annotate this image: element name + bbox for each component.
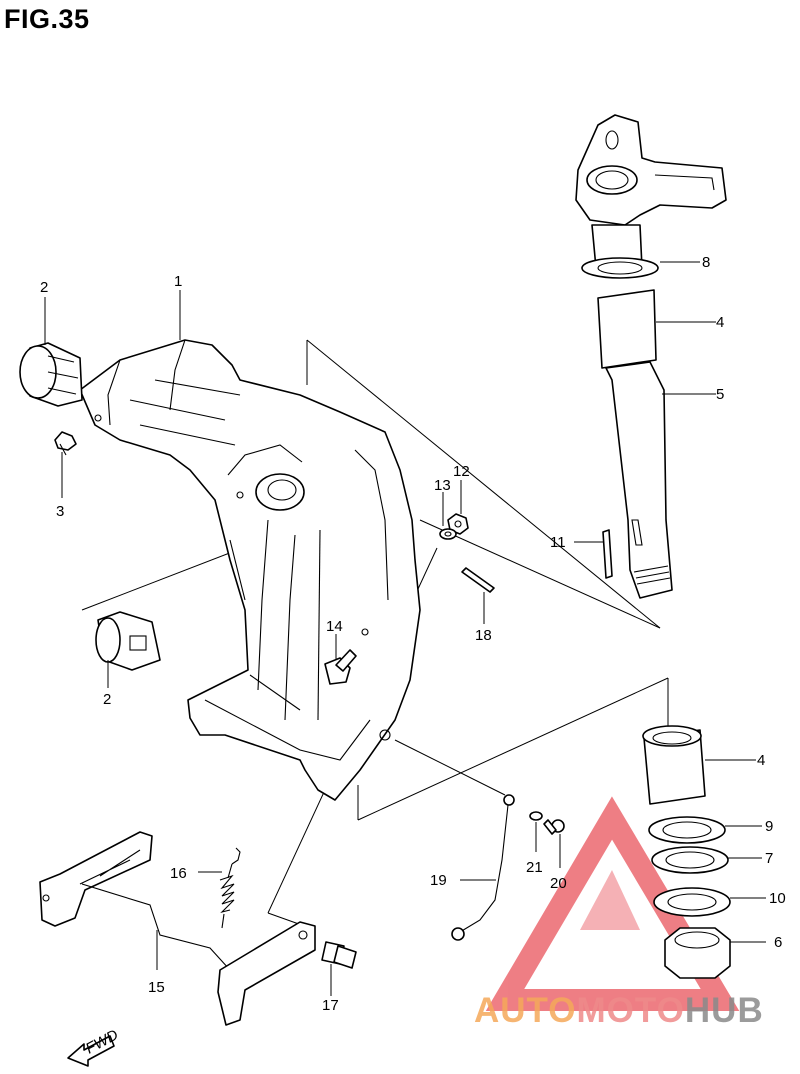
link-arm-15	[39, 831, 316, 1026]
washer-9	[648, 816, 726, 844]
watermark-text: AUTOMOTOHUB	[474, 991, 764, 1030]
callout-3: 3	[56, 503, 64, 520]
bushing-upper	[19, 342, 83, 407]
callout-6: 6	[774, 934, 782, 951]
callout-2-upper: 2	[40, 279, 48, 296]
callout-4-upper: 4	[716, 314, 724, 331]
callout-2-lower: 2	[103, 691, 111, 708]
screw-20	[543, 819, 565, 835]
ground-wire-19	[451, 794, 515, 941]
washer-13	[439, 528, 457, 540]
bushing-4-lower	[642, 725, 706, 805]
callout-16: 16	[170, 865, 187, 882]
callout-12: 12	[453, 463, 470, 480]
callout-8: 8	[702, 254, 710, 271]
callout-15: 15	[148, 979, 165, 996]
pin-18	[461, 567, 495, 593]
callout-leaders	[44, 261, 766, 996]
callout-7: 7	[765, 850, 773, 867]
callout-10: 10	[769, 890, 786, 907]
callout-11: 11	[550, 534, 566, 551]
callout-19: 19	[430, 872, 447, 889]
figure-title: FIG.35	[4, 4, 90, 34]
washer-21	[529, 811, 543, 821]
watermark-auto: AUTO	[474, 991, 577, 1030]
bolt-plate-14	[324, 649, 357, 685]
callout-13: 13	[434, 477, 451, 494]
callout-21: 21	[526, 859, 543, 876]
callout-labels: 1 2 3 2 8 4 5 12 13 11 18 14 4 9 7 10 6 …	[40, 254, 786, 1014]
nut-6	[664, 927, 731, 979]
spring-16	[219, 847, 241, 929]
svg-text:AUTOMOTOHUB: AUTOMOTOHUB	[474, 991, 764, 1030]
bushing-lower	[95, 611, 161, 671]
steering-bracket-shaft	[575, 114, 727, 599]
callout-5: 5	[716, 386, 724, 403]
swivel-bracket	[79, 339, 421, 801]
fwd-arrow-icon	[67, 1035, 115, 1067]
callout-4-lower: 4	[757, 752, 765, 769]
pin-11	[602, 529, 613, 579]
grease-nipple	[54, 431, 77, 456]
washer-10	[653, 887, 731, 917]
callout-18: 18	[475, 627, 492, 644]
bolt-17	[321, 941, 357, 969]
callout-20: 20	[550, 875, 567, 892]
watermark-moto: MOTO	[577, 991, 685, 1030]
callout-9: 9	[765, 818, 773, 835]
callout-17: 17	[322, 997, 339, 1014]
callout-1: 1	[174, 273, 182, 290]
washer-7	[651, 846, 729, 874]
watermark-hub: HUB	[685, 991, 764, 1030]
callout-14: 14	[326, 618, 343, 635]
